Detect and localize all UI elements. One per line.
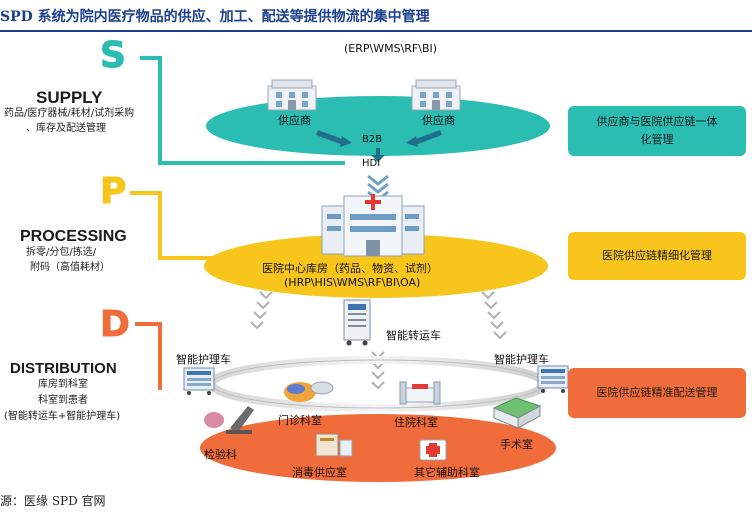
page-title: SPD 系统为院内医疗物品的供应、加工、配送等提供物流的集中管理 bbox=[0, 9, 430, 25]
other-aux-icon bbox=[419, 439, 447, 461]
processing-connector-line bbox=[130, 191, 250, 260]
sterile-supply-label: 消毒供应室 bbox=[292, 466, 347, 479]
warehouse-to-distribution-chevrons bbox=[250, 291, 507, 390]
supplier-to-b2b-arrows bbox=[316, 130, 442, 147]
supply-note-text: 供应商与医院供应链一体化管理 bbox=[596, 115, 718, 146]
sterile-supply-icon bbox=[315, 433, 353, 457]
nursing-cart-left-icon bbox=[183, 367, 215, 395]
distribution-letter: D bbox=[100, 304, 130, 345]
supplier-right-label: 供应商 bbox=[422, 114, 455, 127]
warehouse-label: 医院中心库房（药品、物资、试剂） bbox=[262, 262, 438, 275]
supply-note-box: 供应商与医院供应链一体化管理 bbox=[568, 106, 746, 156]
supplier-left-label: 供应商 bbox=[278, 114, 311, 127]
supply-letter: S bbox=[100, 35, 126, 76]
supplier-right-icon bbox=[411, 79, 461, 111]
supply-desc-line2: 、库存及配送管理 bbox=[26, 123, 106, 134]
other-aux-label: 其它辅助科室 bbox=[414, 466, 480, 479]
nursing-cart-right-label: 智能护理车 bbox=[494, 353, 549, 366]
transport-cart-label: 智能转运车 bbox=[386, 329, 441, 342]
warehouse-systems-label: (HRP\HIS\WMS\RF\BI\OA) bbox=[284, 276, 421, 289]
distribution-desc-line1: 库房到科室 bbox=[38, 379, 88, 390]
distribution-desc-line2: 科室到患者 bbox=[38, 395, 88, 406]
supply-connector-line bbox=[140, 56, 345, 165]
processing-desc-line2: 附码（高值耗材） bbox=[30, 262, 110, 273]
lab-microscope-icon bbox=[204, 406, 254, 434]
operating-room-label: 手术室 bbox=[500, 438, 533, 451]
inpatient-bed-icon bbox=[399, 381, 441, 405]
nursing-cart-left-label: 智能护理车 bbox=[176, 353, 231, 366]
distribution-connector-line bbox=[135, 322, 162, 390]
supply-stage-name: SUPPLY bbox=[36, 88, 103, 107]
nursing-cart-right-icon bbox=[537, 365, 569, 393]
operating-room-icon bbox=[492, 397, 542, 429]
hdi-label: HDI bbox=[362, 158, 381, 169]
processing-ellipse bbox=[204, 234, 548, 298]
processing-stage-name: PROCESSING bbox=[20, 228, 127, 245]
supply-systems-label: (ERP\WMS\RF\BI) bbox=[344, 42, 438, 55]
title-divider bbox=[0, 30, 752, 32]
transport-cart-icon bbox=[343, 299, 371, 346]
inpatient-label: 住院科室 bbox=[394, 416, 438, 429]
processing-note-text: 医院供应链精细化管理 bbox=[602, 249, 712, 262]
outpatient-label: 门诊科室 bbox=[278, 414, 322, 427]
processing-note-box: 医院供应链精细化管理 bbox=[568, 232, 746, 280]
b2b-label: B2B bbox=[362, 134, 383, 145]
supply-ellipse bbox=[206, 96, 550, 156]
source-note: 源：医缘 SPD 官网 bbox=[0, 494, 106, 508]
processing-letter: P bbox=[100, 171, 126, 212]
distribution-ellipse bbox=[200, 414, 556, 482]
hospital-warehouse-icon bbox=[321, 194, 425, 257]
supplier-left-icon bbox=[267, 79, 317, 111]
lab-label: 检验科 bbox=[204, 448, 237, 461]
distribution-note-text: 医院供应链精准配送管理 bbox=[596, 386, 718, 399]
supply-desc-line1: 药品/医疗器械/耗材/试剂采购 bbox=[4, 108, 135, 119]
b2b-to-hdi-arrow bbox=[371, 148, 385, 162]
distribution-stage-name: DISTRIBUTION bbox=[10, 360, 117, 377]
distribution-desc-line3: (智能转运车+智能护理车) bbox=[4, 411, 121, 422]
outpatient-pills-icon bbox=[284, 381, 334, 402]
distribution-note-box: 医院供应链精准配送管理 bbox=[568, 368, 746, 418]
processing-desc-line1: 拆零/分包/拣选/ bbox=[26, 247, 97, 258]
